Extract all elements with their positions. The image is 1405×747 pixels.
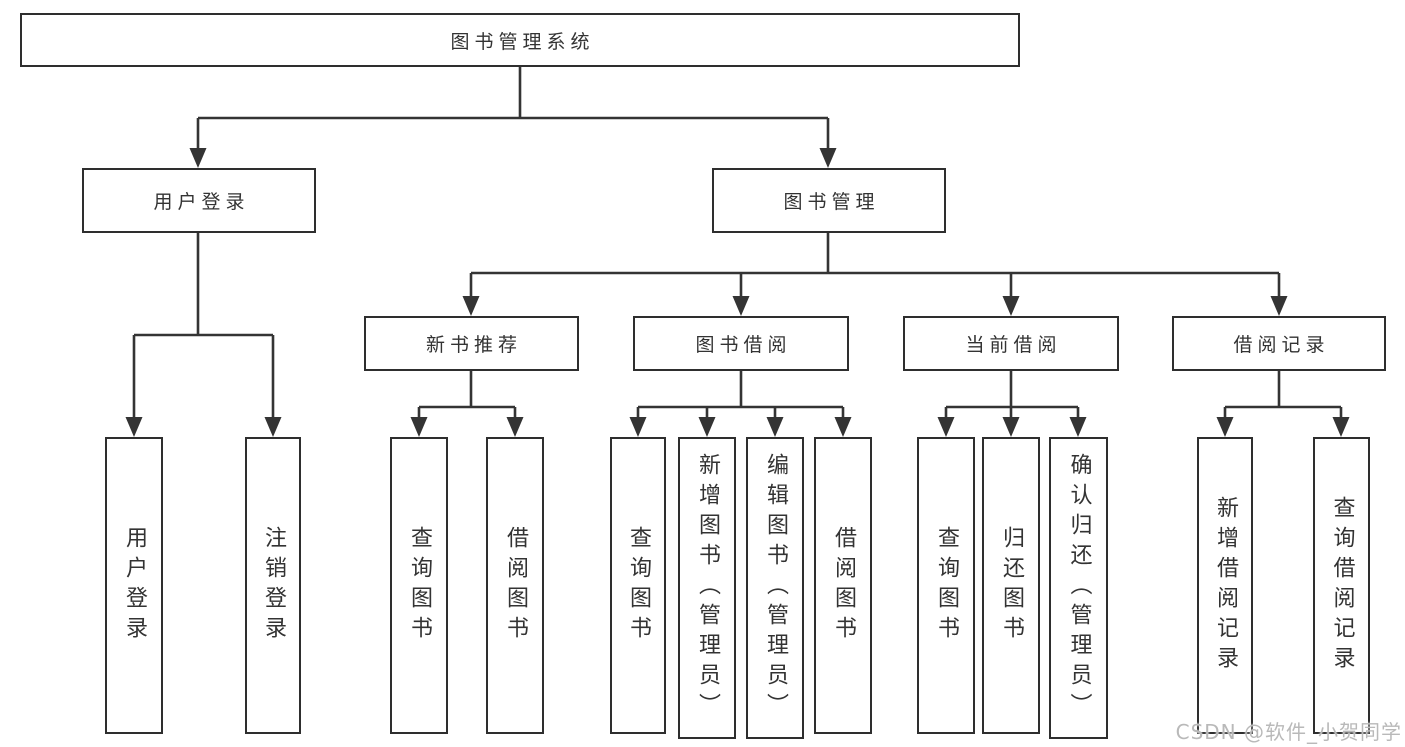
- leaf-borrow-books-recommend: 借阅图书: [486, 437, 544, 734]
- leaf-query-books-recommend: 查询图书: [390, 437, 448, 734]
- csdn-watermark: CSDN @软件_小贺同学: [1175, 720, 1402, 744]
- leaf-edit-books-admin: 编辑图书（管理员）: [746, 437, 804, 739]
- leaf-query-borrow-record: 查询借阅记录: [1313, 437, 1370, 734]
- node-current-borrowing: 当前借阅: [903, 316, 1119, 371]
- leaf-return-books: 归还图书: [982, 437, 1040, 734]
- node-book-borrowing: 图书借阅: [633, 316, 849, 371]
- node-new-book-recommendation: 新书推荐: [364, 316, 579, 371]
- node-borrowing-records: 借阅记录: [1172, 316, 1386, 371]
- leaf-borrow-books-borrow: 借阅图书: [814, 437, 872, 734]
- leaf-query-books-borrow: 查询图书: [610, 437, 666, 734]
- leaf-user-login: 用户登录: [105, 437, 163, 734]
- node-user-login: 用户登录: [82, 168, 316, 233]
- leaf-logout: 注销登录: [245, 437, 301, 734]
- leaf-add-borrow-record: 新增借阅记录: [1197, 437, 1253, 734]
- leaf-add-books-admin: 新增图书（管理员）: [678, 437, 736, 739]
- node-library-management-system: 图书管理系统: [20, 13, 1020, 67]
- leaf-confirm-return-admin: 确认归还（管理员）: [1049, 437, 1108, 739]
- node-book-management: 图书管理: [712, 168, 946, 233]
- leaf-query-books-current: 查询图书: [917, 437, 975, 734]
